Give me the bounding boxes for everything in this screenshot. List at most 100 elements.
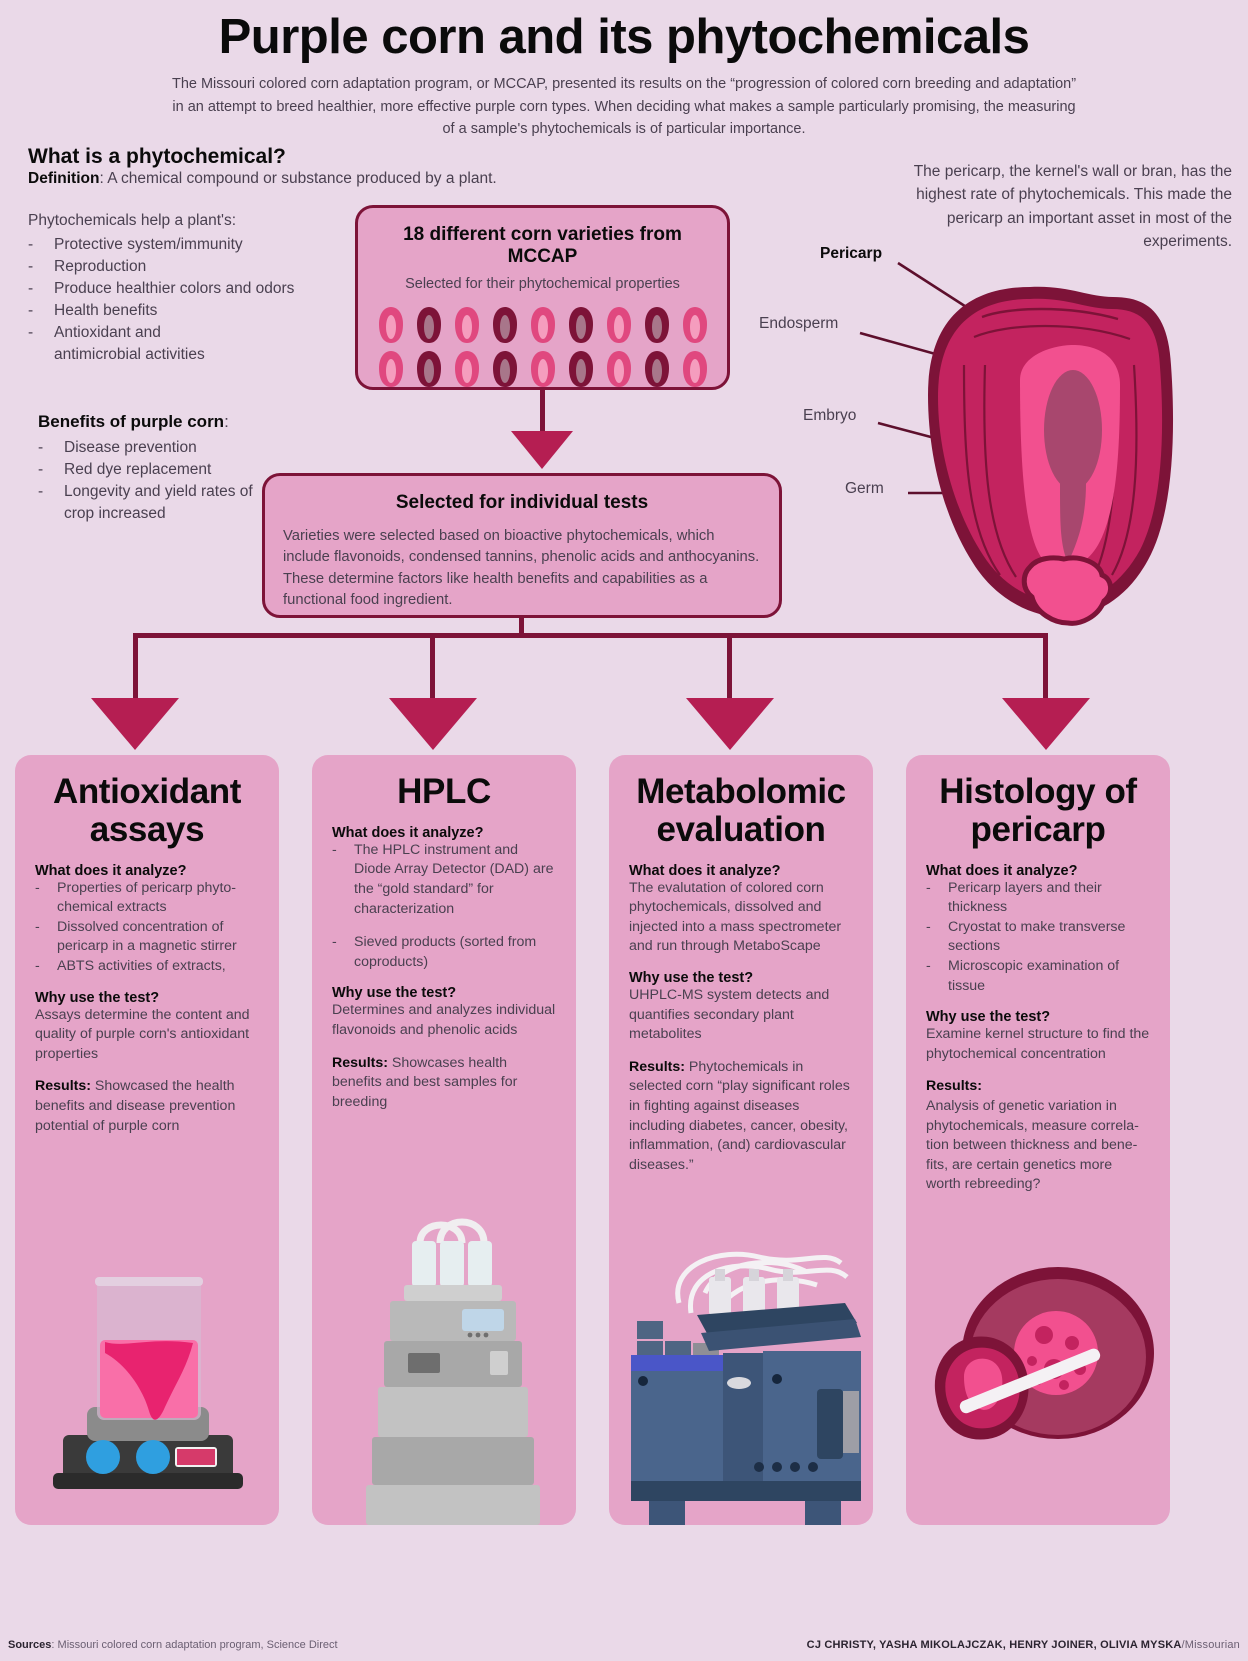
phytochemical-definition: Definition: A chemical compound or subst… [28,170,497,188]
list-item: -ABTS activities of extracts, [35,957,259,977]
bullet-dash: - [38,439,44,457]
corn-kernel-icon [568,351,593,387]
corn-kernel-icon [378,307,403,343]
list-item: -Longevity and yield rates of crop incre… [38,481,288,525]
list-item: -Red dye replacement [38,459,288,481]
bullet-dash: - [28,302,34,319]
varieties-title: 18 different corn varieties from MCCAP [403,224,682,267]
magnetic-stirrer-beaker-illustration [53,1277,243,1489]
arrow-down-icon [686,698,774,750]
credit: CJ CHRISTY, YASHA MIKOLAJCZAK, HENRY JOI… [807,1639,1240,1651]
definition-text: : A chemical compound or substance produ… [99,170,497,187]
corn-kernel-icon [530,351,555,387]
bullet-dash: - [28,324,34,341]
bullet-dash: - [35,957,40,974]
instrument-left-body [631,1371,723,1481]
analyze-heading: What does it analyze? [332,824,484,841]
page-title: Purple corn and its phytochemicals [218,10,1030,64]
germ-region [1044,370,1102,490]
stirrer-knob-left [86,1440,120,1474]
vial-cap [749,1269,759,1281]
results-label: Results: [332,1054,388,1071]
corn-kernel-icon [416,351,441,387]
vial-cap [715,1269,725,1281]
striation [983,364,1017,578]
phytochemical-heading: What is a phytochemical? [28,145,286,168]
panel-handle [727,1377,751,1389]
panel-antioxidant-assays: Antioxidant assays What does it analyze?… [15,755,279,1525]
panel-hplc: HPLC What does it analyze? -The HPLC ins… [312,755,576,1525]
panel-title: Metabolomic evaluation [636,772,846,849]
module [384,1341,522,1387]
tissue-section-illustration [934,1267,1154,1440]
small-block [637,1341,663,1357]
label-embryo: Embryo [803,407,857,424]
beaker-rim [95,1277,203,1286]
list-item: -Dissolved concentration of pericarp in … [35,918,259,957]
corn-kernel-icon [492,351,517,387]
varieties-subtitle: Selected for their phytochemical propert… [405,276,680,292]
cell [1035,1326,1053,1344]
button-dot [772,1462,782,1472]
hplc-instrument-illustration [366,1218,540,1525]
germ-tail [1060,483,1086,563]
arrow-down-icon [91,698,179,750]
instrument-top [697,1303,857,1337]
panel-title: Antioxidant assays [52,772,242,849]
bullet-dash: - [926,957,931,974]
corn-kernel-icon [568,307,593,343]
list-item: -Cryostat to make transverse sections [926,918,1150,957]
results-text: Results: Analysis of genetic variation i… [926,1078,1139,1193]
solvent-bottle [468,1241,492,1287]
benefits-title: Benefits of purple corn: [38,412,229,431]
selected-tests-box: Selected for individual tests Varieties … [262,473,782,618]
selected-tests-body: Varieties were selected based on bioacti… [283,528,760,609]
instrument-side-panel [843,1391,859,1453]
why-heading: Why use the test? [35,989,160,1006]
corn-kernel-icon [682,351,707,387]
tubing [436,1218,488,1244]
vial [777,1277,799,1315]
panel-title: HPLC [397,772,491,811]
striation [981,307,1119,321]
cell [1065,1336,1079,1350]
bullet-dash: - [926,918,931,935]
cell [1059,1380,1069,1390]
list-item: -Microscopic examination of tissue [926,957,1150,996]
bullet-dash: - [926,879,931,896]
corn-kernel-icon [416,307,441,343]
vial [743,1277,765,1315]
button-dot [790,1462,800,1472]
stirrer-knob-right [136,1440,170,1474]
corn-kernel-icon [606,307,631,343]
list-item: -Protective system/immunity [28,234,348,256]
pericarp-note: The pericarp, the kernel's wall or bran,… [913,163,1232,250]
results-text: Results: Showcased the health benefits a… [35,1078,236,1134]
instrument-top2 [701,1319,861,1351]
instrument-middle [723,1353,763,1493]
module-vent [490,1351,508,1375]
selected-tests-title: Selected for individual tests [395,492,649,513]
vial [709,1277,731,1315]
why-text: UHPLC-MS system detects and quantifies s… [629,986,830,1043]
bullet-dash: - [28,258,34,275]
arrow-down-icon [389,698,477,750]
solvent-bottle [412,1241,436,1287]
corn-kernel-row [372,306,713,344]
instrument-leg [805,1501,841,1525]
list-item: -Health benefits [28,300,348,322]
arrow-down-icon [511,431,573,469]
corn-kernel-icon [530,307,555,343]
display-readout [177,1449,215,1465]
list-item: -Disease prevention [38,437,288,459]
why-heading: Why use the test? [332,985,457,1002]
liquid-swirl [105,1341,193,1420]
connector-line [133,633,138,701]
bottle-tray [404,1285,502,1301]
corn-kernel-icon [682,307,707,343]
page-deck: The Missouri colored corn adaptation pro… [171,76,1077,138]
label-endosperm: Endosperm [759,315,839,332]
analyze-list: -Properties of pericarp phyto-chemical e… [35,879,259,977]
results-text: Results: Phytochemicals in selected corn… [629,1058,850,1173]
analyze-heading: What does it analyze? [926,862,1078,879]
